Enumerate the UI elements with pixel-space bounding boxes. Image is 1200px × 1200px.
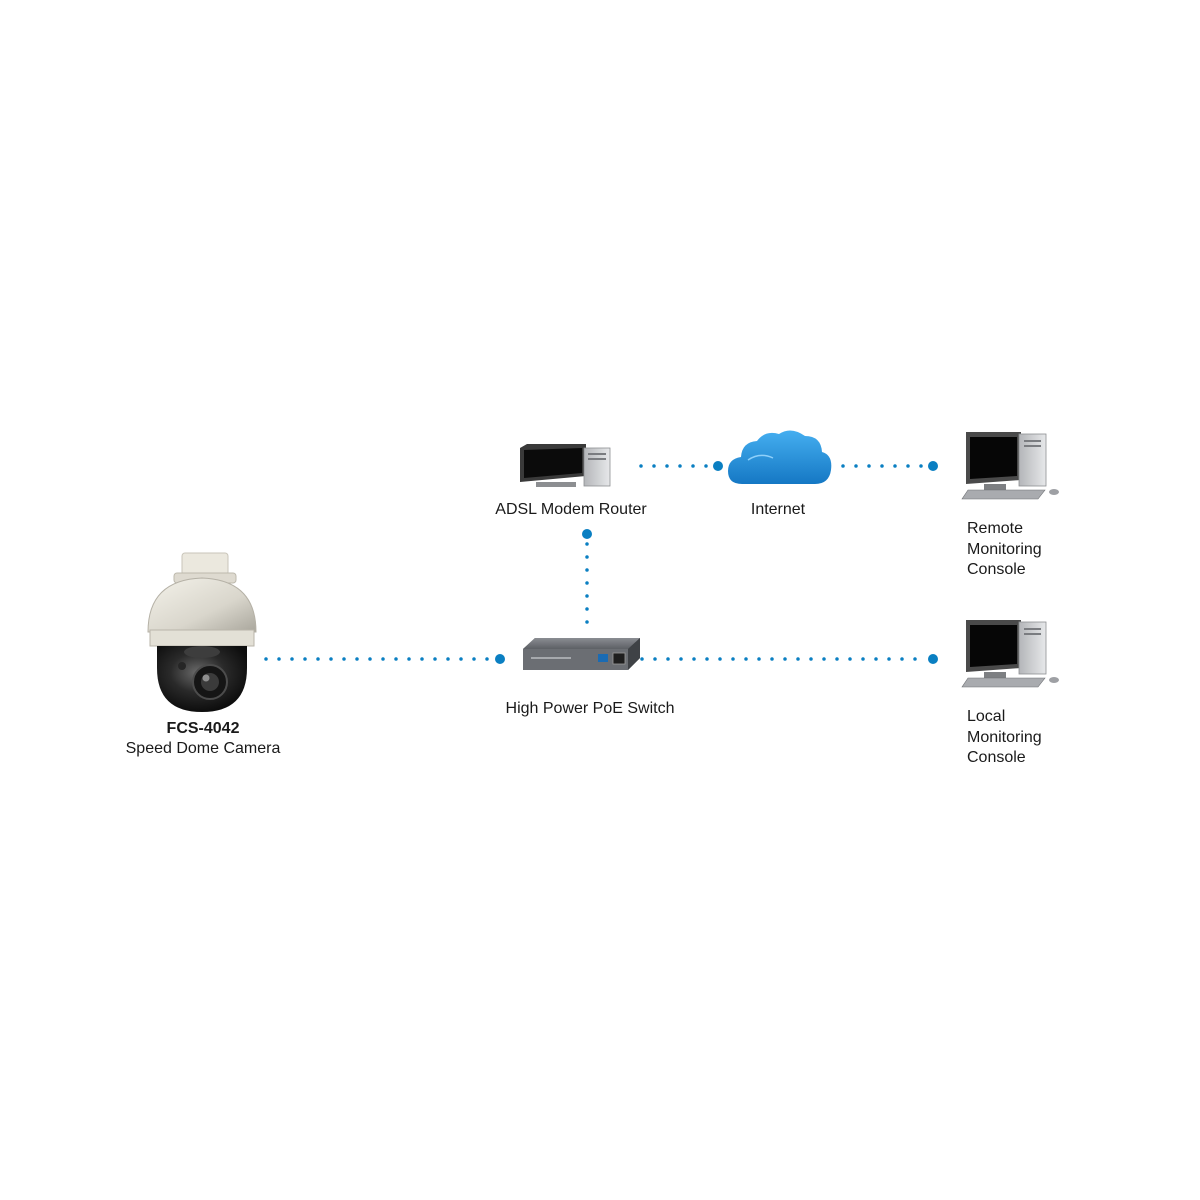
- remote-console-label-line1: Remote: [967, 520, 1024, 537]
- connector-switch-local-console: [640, 654, 938, 664]
- switch-label: High Power PoE Switch: [505, 700, 675, 717]
- router-label: ADSL Modem Router: [495, 501, 647, 518]
- local-console-label-line1: Local: [967, 708, 1006, 725]
- internet-label: Internet: [750, 501, 806, 518]
- connector-camera-switch: [264, 654, 505, 664]
- speed-dome-camera-icon: [147, 552, 257, 712]
- remote-console-icon: [961, 432, 1059, 500]
- local-console-icon: [961, 620, 1059, 688]
- internet-cloud-icon: [728, 430, 832, 484]
- camera-name-label: Speed Dome Camera: [125, 740, 281, 757]
- local-console-label-line3: Console: [967, 749, 1026, 766]
- connector-router-internet: [639, 461, 723, 471]
- remote-console-label-line2: Monitoring: [967, 541, 1042, 558]
- camera-model-label: FCS-4042: [166, 720, 240, 737]
- connector-internet-remote-console: [841, 461, 938, 471]
- poe-switch-icon: [523, 638, 640, 670]
- connector-switch-router: [582, 529, 592, 624]
- remote-console-label-line3: Console: [967, 561, 1026, 578]
- local-console-label-line2: Monitoring: [967, 729, 1042, 746]
- adsl-router-icon: [520, 444, 611, 487]
